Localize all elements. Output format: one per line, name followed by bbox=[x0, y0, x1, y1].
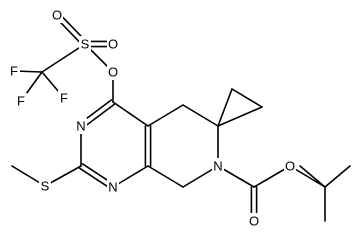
atom-n2: N bbox=[107, 179, 119, 195]
atom-label: F bbox=[60, 91, 68, 106]
bond-cf3-s1 bbox=[41, 43, 86, 73]
atom-label-background bbox=[248, 213, 260, 229]
atom-o3: O bbox=[107, 64, 119, 80]
atom-f2: F bbox=[58, 90, 70, 106]
atom-label-background bbox=[8, 63, 20, 79]
atom-label: S bbox=[81, 37, 90, 52]
atom-n1: N bbox=[75, 118, 87, 134]
atom-label-background bbox=[39, 178, 51, 194]
bond-c4a-c4 bbox=[112, 101, 149, 127]
atom-label-background bbox=[212, 158, 224, 174]
bond-c5-csp bbox=[182, 104, 219, 127]
atom-label: S bbox=[41, 179, 50, 194]
atom-label-background bbox=[79, 36, 91, 52]
bond-ccp1-ccp2 bbox=[231, 88, 263, 108]
bond-c8a-c4a bbox=[144, 125, 152, 167]
atom-label: O bbox=[52, 8, 62, 23]
atom-s1: S bbox=[79, 36, 91, 52]
bond-c4a-c5 bbox=[147, 104, 184, 127]
atom-label: O bbox=[108, 37, 118, 52]
bond-ctbu-me2 bbox=[324, 165, 351, 188]
atom-label: N bbox=[108, 180, 117, 195]
atom-label-background bbox=[58, 90, 70, 106]
atom-label: F bbox=[17, 94, 25, 109]
atom-label-background bbox=[15, 93, 27, 109]
atom-label: N bbox=[76, 119, 85, 134]
atom-o1: O bbox=[51, 7, 63, 23]
atom-label-background bbox=[107, 64, 119, 80]
bond-layer bbox=[11, 12, 351, 222]
atom-o4: O bbox=[248, 213, 260, 229]
atom-label-background bbox=[75, 118, 87, 134]
atom-o5: O bbox=[284, 158, 296, 174]
bond-csp-ccp2 bbox=[217, 106, 263, 127]
atom-f1: F bbox=[8, 63, 20, 79]
atom-f3: F bbox=[15, 93, 27, 109]
atom-label: F bbox=[10, 64, 18, 79]
bond-ctbu-me1 bbox=[299, 165, 326, 188]
atom-label: O bbox=[108, 65, 118, 80]
atom-label: O bbox=[285, 159, 295, 174]
bond-c8-c8a bbox=[147, 165, 184, 188]
atom-label: O bbox=[249, 214, 259, 229]
atom-label-background bbox=[51, 7, 63, 23]
atom-n3: N bbox=[212, 158, 224, 174]
atom-label-background bbox=[107, 36, 119, 52]
atom-label: N bbox=[213, 159, 222, 174]
atom-label-background bbox=[284, 158, 296, 174]
bond-csp-ccp1 bbox=[217, 88, 233, 127]
atom-o2: O bbox=[107, 36, 119, 52]
atom-label-background bbox=[107, 179, 119, 195]
atom-s2: S bbox=[39, 178, 51, 194]
